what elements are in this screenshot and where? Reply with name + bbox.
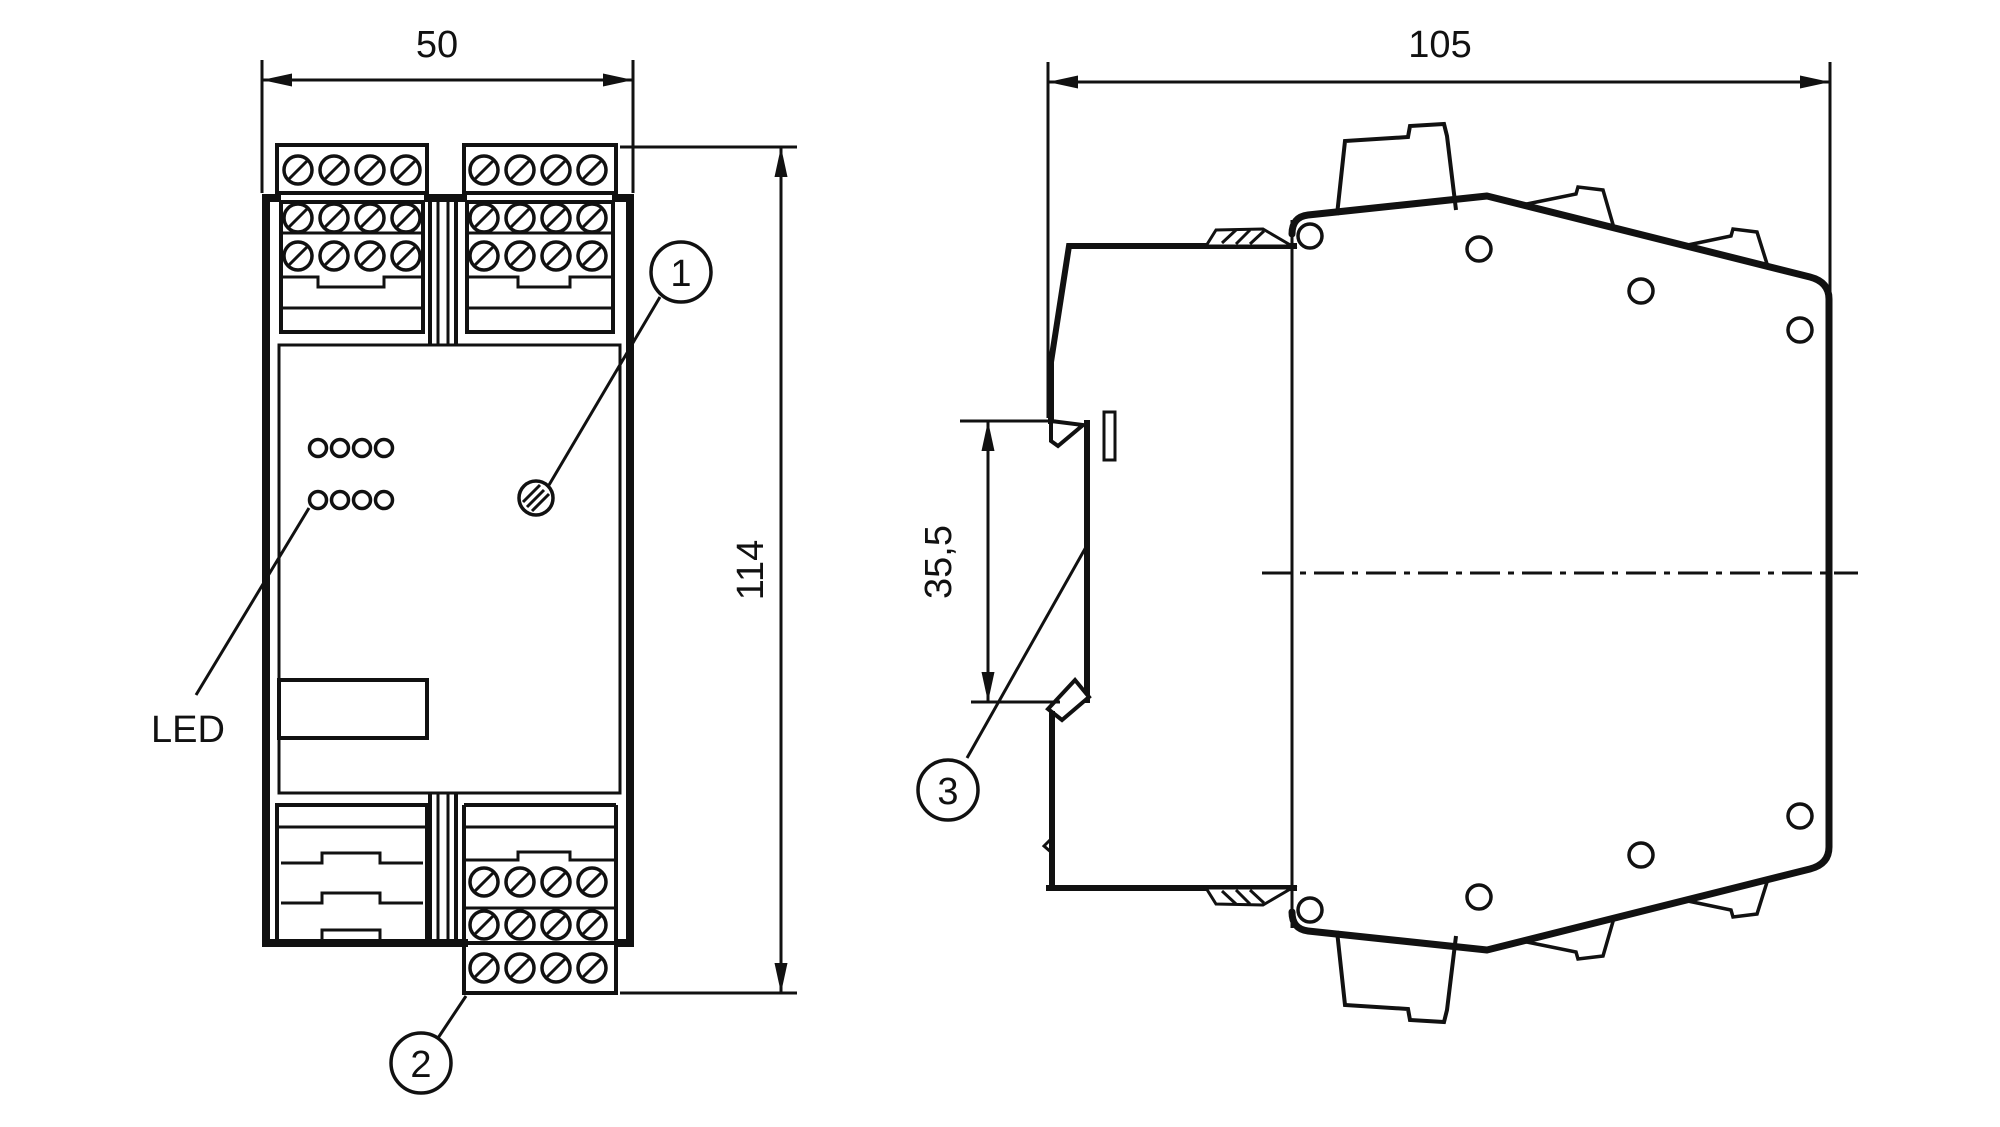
callout-2: 2 (389, 995, 468, 1095)
side-body (1262, 121, 1858, 1025)
dimension-height-114: 114 (620, 145, 797, 995)
dim-arrow-up (981, 421, 995, 451)
terminal-wedge-bottom-1 (1521, 917, 1616, 961)
callout-1-label: 1 (670, 253, 691, 295)
din-rail-section (1041, 243, 1297, 891)
dim-arrow-down (774, 963, 788, 993)
rear-slot (1102, 410, 1117, 462)
dim-arrow-down (981, 672, 995, 702)
center-divider-bottom (428, 793, 458, 941)
led-indicators (307, 437, 395, 511)
dim-height-label: 114 (730, 540, 772, 601)
terminal-block-top-right (462, 143, 618, 334)
terminal-block-bottom-left (275, 803, 429, 943)
terminal-wedge-top-1 (1521, 185, 1616, 229)
dim-din-clip-label: 35,5 (918, 525, 960, 599)
terminal-wedge-top-2 (1682, 227, 1770, 268)
callout-2-label: 2 (410, 1044, 431, 1086)
label-window (277, 678, 429, 740)
side-view: 105 35,5 (916, 24, 1858, 1025)
dim-depth-label: 105 (1408, 24, 1471, 66)
dimension-width-50: 50 (260, 24, 635, 193)
dim-arrow-right (1800, 75, 1830, 89)
callout-3-label: 3 (937, 771, 958, 813)
callout-3: 3 (916, 546, 1088, 822)
led-label: LED (151, 709, 225, 751)
terminal-wedge-bottom-2 (1682, 878, 1770, 919)
dimension-depth-105: 105 (1046, 24, 1832, 418)
mounting-tab-top (1203, 227, 1298, 248)
led-callout: LED (151, 507, 311, 751)
dim-arrow-left (262, 73, 292, 87)
dim-arrow-up (774, 147, 788, 177)
front-panel (277, 343, 622, 795)
din-clip-latch (1045, 676, 1092, 723)
front-face-holes (1296, 222, 1814, 924)
dim-arrow-left (1048, 75, 1078, 89)
terminal-block-bottom-right (462, 803, 618, 995)
terminal-connector-bottom (1335, 930, 1458, 1025)
callout-1: 1 (547, 240, 713, 486)
center-divider-top (428, 202, 458, 345)
terminal-connector-top (1335, 121, 1458, 216)
mounting-tab-bottom (1203, 886, 1298, 907)
dimension-din-clip-35-5: 35,5 (918, 419, 1060, 704)
din-clip-upper-hook (1049, 418, 1088, 449)
front-view: 50 114 (151, 24, 797, 1095)
dim-arrow-right (603, 73, 633, 87)
dim-width-label: 50 (416, 24, 458, 66)
terminal-block-top-left (275, 143, 429, 334)
fixing-screw-icon (517, 479, 555, 517)
